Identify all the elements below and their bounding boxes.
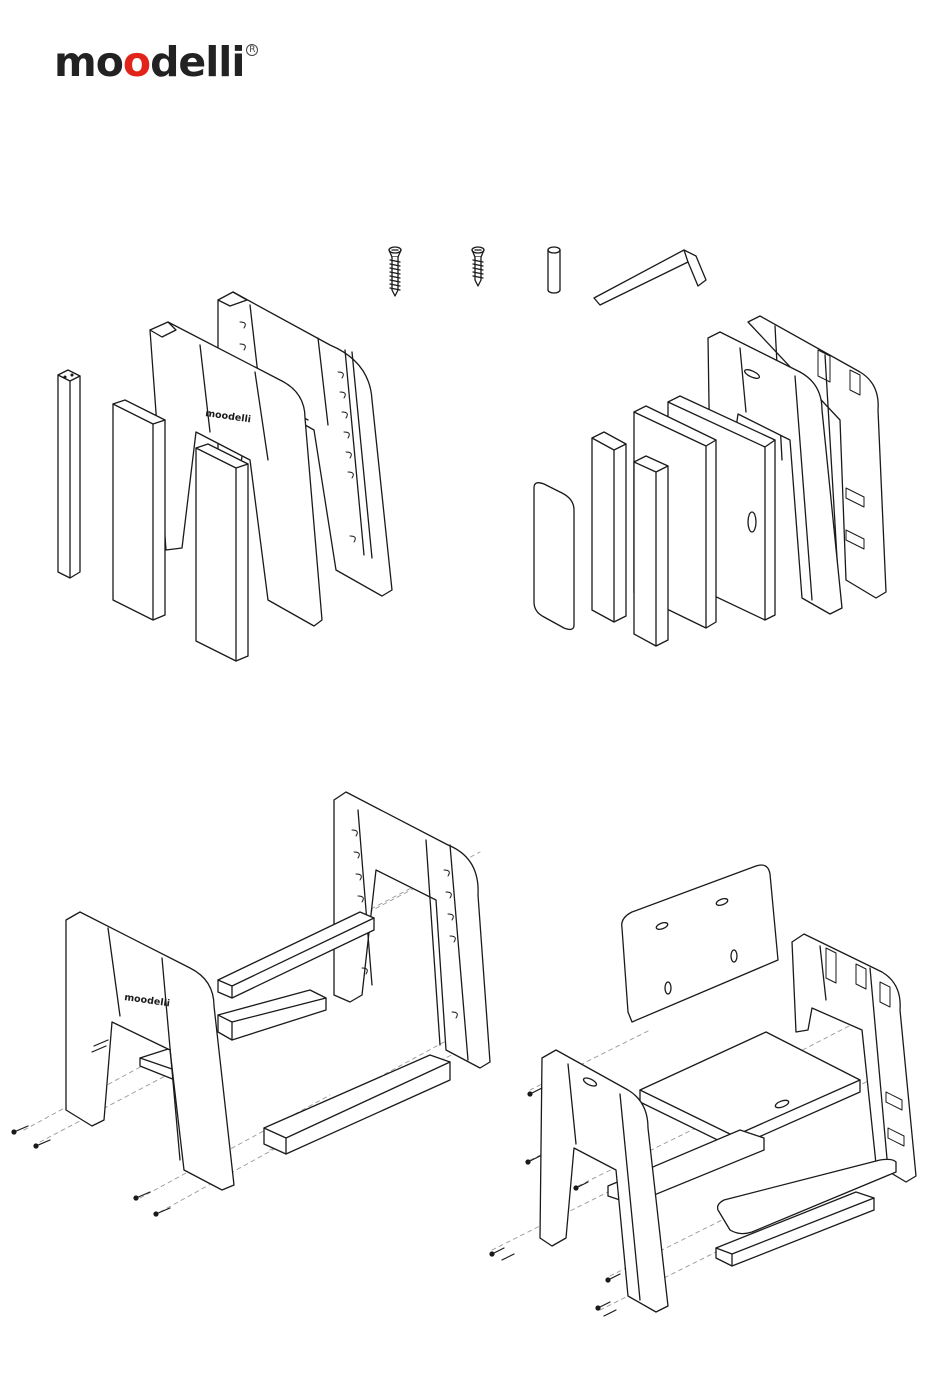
stool-front-panel bbox=[66, 912, 234, 1190]
hex-key-icon bbox=[594, 250, 706, 305]
rounded-board bbox=[534, 483, 574, 630]
shelf-board-2 bbox=[196, 444, 248, 661]
shelf-board-1 bbox=[113, 400, 165, 620]
hardware-row bbox=[389, 247, 706, 305]
desk-assembly bbox=[490, 865, 916, 1316]
leg-strip bbox=[58, 370, 80, 578]
desk-board bbox=[634, 456, 668, 646]
desk-back-board bbox=[622, 865, 778, 1022]
short-screw-icon bbox=[472, 247, 484, 286]
long-screw-icon bbox=[389, 247, 401, 296]
stool-parts-left: moodelli bbox=[58, 292, 392, 661]
desk-seat-top bbox=[640, 1032, 860, 1148]
desk-parts-right bbox=[534, 316, 886, 646]
stool-assembly: moodelli bbox=[12, 792, 490, 1216]
dowel-icon bbox=[548, 247, 560, 293]
desk-leg-strip bbox=[592, 432, 626, 622]
